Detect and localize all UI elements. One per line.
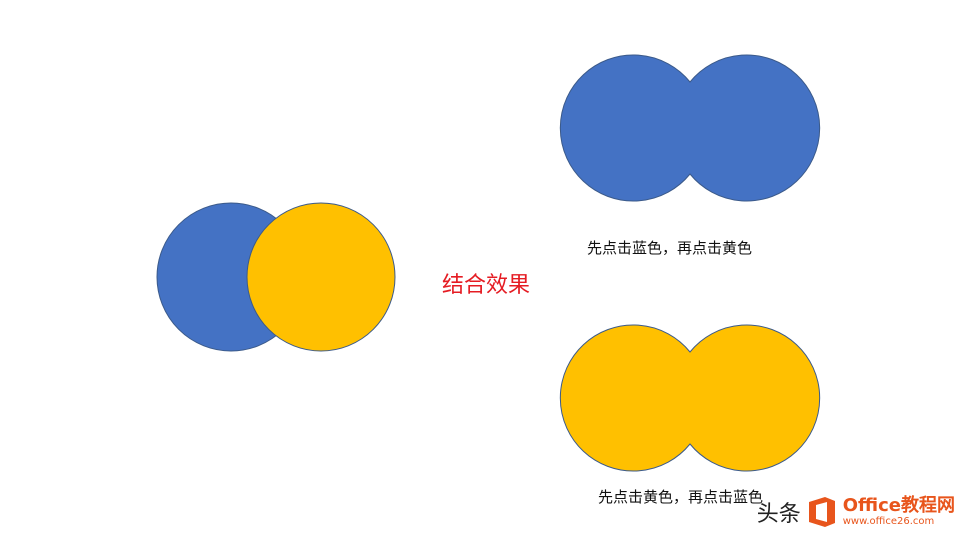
effect-label: 结合效果 <box>442 273 531 298</box>
caption-blue-then-yellow: 先点击蓝色，再点击黄色 <box>587 239 753 257</box>
watermark-toutiao-text: 头条 <box>756 502 801 527</box>
combined-shape-yellow[interactable] <box>559 324 821 472</box>
watermark: 头条 Office教程网 www.office26.com <box>757 492 955 532</box>
combined-shape-blue[interactable] <box>559 54 821 202</box>
caption-yellow-then-blue: 先点击黄色，再点击蓝色 <box>598 488 764 506</box>
watermark-url: www.office26.com <box>842 516 935 527</box>
combined-blue-shape[interactable] <box>559 54 821 202</box>
yellow-circle[interactable] <box>246 202 396 352</box>
combined-yellow-shape[interactable] <box>559 324 821 472</box>
office-logo-icon <box>808 497 835 527</box>
original-circles <box>156 202 396 352</box>
watermark-brand: Office教程网 <box>842 495 955 516</box>
watermark-brand-block: Office教程网 www.office26.com <box>843 497 955 527</box>
